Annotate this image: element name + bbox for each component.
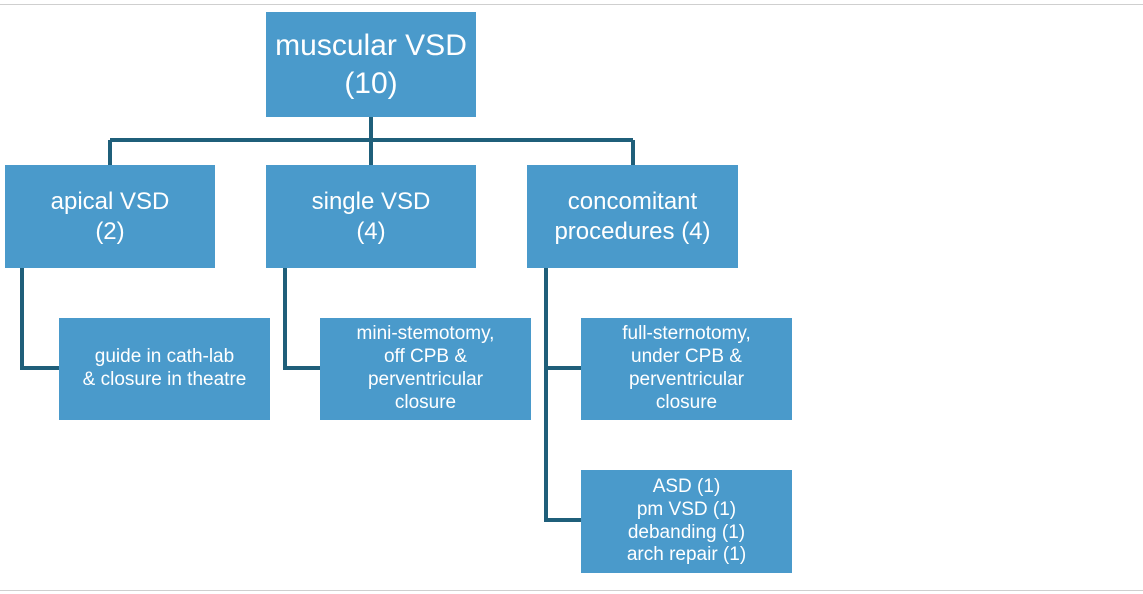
branch-node-single-vsd: single VSD (4): [266, 165, 476, 268]
bottom-rule: [0, 590, 1143, 591]
branch-node-concomitant-procedures: concomitant procedures (4): [527, 165, 738, 268]
leaf-node-full-sternotomy: full-sternotomy, under CPB & perventricu…: [581, 318, 792, 420]
leaf-node-label: mini-stemotomy, off CPB & perventricular…: [356, 323, 495, 413]
leaf-node-label: ASD (1) pm VSD (1) debanding (1) arch re…: [626, 475, 747, 566]
leaf-node-label: guide in cath-lab & closure in theatre: [82, 346, 247, 390]
leaf-node-mini-sternotomy: mini-stemotomy, off CPB & perventricular…: [320, 318, 531, 420]
leaf-node-cath-lab-guide: guide in cath-lab & closure in theatre: [59, 318, 270, 420]
branch-node-apical-vsd: apical VSD (2): [5, 165, 215, 268]
branch-node-label: apical VSD (2): [50, 187, 170, 245]
leaf-node-concomitant-list: ASD (1) pm VSD (1) debanding (1) arch re…: [581, 470, 792, 573]
leaf-3-elbow-line: [544, 268, 581, 522]
root-node-label: muscular VSD (10): [275, 29, 467, 100]
leaf-1-elbow-line: [20, 268, 59, 370]
root-node-muscular-vsd: muscular VSD (10): [266, 12, 476, 117]
top-rule: [0, 4, 1143, 5]
branch-node-label: single VSD (4): [311, 187, 431, 245]
leaf-node-label: full-sternotomy, under CPB & perventricu…: [622, 323, 751, 413]
leaf-2-elbow-line: [283, 268, 320, 370]
branch-node-label: concomitant procedures (4): [554, 187, 711, 245]
